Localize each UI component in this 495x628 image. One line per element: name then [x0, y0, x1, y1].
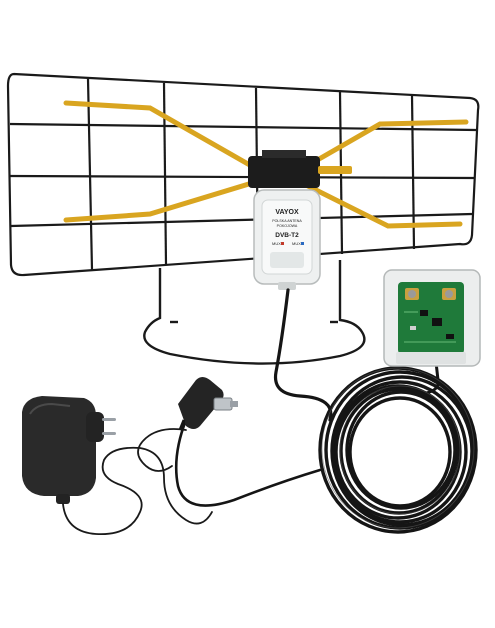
antenna-label-line2: POKOJOWA: [277, 224, 298, 228]
mux-label-right: MUX: [292, 241, 301, 246]
mux-label-left: MUX: [272, 241, 281, 246]
coax-angle-plug: [178, 377, 238, 431]
antenna-amplifier-housing: VAYOX POLSKA ANTENA POKOJOWA DVB-T2 MUX …: [253, 189, 321, 290]
coil-highlights: [321, 367, 475, 529]
adapter-power-cord: [62, 428, 213, 535]
antenna-label-line1: POLSKA ANTENA: [272, 219, 302, 223]
dipole-clamp: [248, 150, 352, 188]
antenna-model-label: DVB-T2: [275, 232, 299, 239]
power-splitter-box: [383, 269, 481, 367]
power-adapter: [22, 396, 116, 504]
antenna-stand: [143, 260, 366, 365]
antenna-brand-label: VAYOX: [275, 209, 299, 216]
gold-dipole-elements: [63, 100, 469, 229]
